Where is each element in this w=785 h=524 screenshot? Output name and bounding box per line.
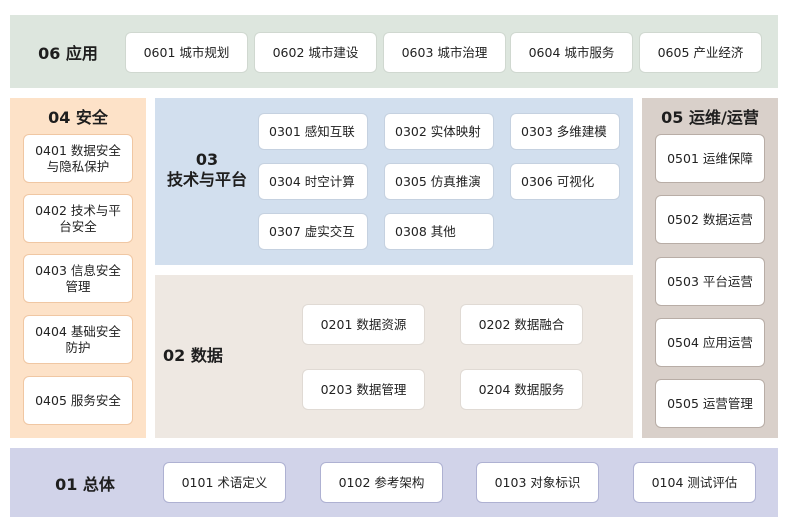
layer-title: 01 总体 — [55, 474, 115, 494]
item-0202: 0202 数据融合 — [461, 305, 582, 344]
item-0301: 0301 感知互联 — [259, 114, 367, 149]
item-0306: 0306 可视化 — [511, 164, 619, 199]
layer-01-general: 01 总体 0101 术语定义 0102 参考架构 0103 对象标识 0104… — [10, 448, 778, 517]
item-label-line2: 防护 — [65, 339, 91, 355]
item-0304: 0304 时空计算 — [259, 164, 367, 199]
item-0603: 0603 城市治理 — [384, 33, 505, 72]
layer-04-security: 04 安全 0401 数据安全 与隐私保护 0402 技术与平 台安全 0403… — [10, 98, 146, 438]
item-0502: 0502 数据运营 — [656, 196, 764, 243]
layer-title-text: 技术与平台 — [166, 170, 247, 189]
item-0404: 0404 基础安全 防护 — [24, 316, 132, 363]
item-0303: 0303 多维建模 — [511, 114, 619, 149]
item-0605: 0605 产业经济 — [640, 33, 761, 72]
layer-title: 04 安全 — [48, 108, 108, 127]
item-0201: 0201 数据资源 — [303, 305, 424, 344]
item-0505: 0505 运营管理 — [656, 380, 764, 427]
layer-title: 03 技术与平台 — [159, 148, 255, 192]
item-0104: 0104 测试评估 — [634, 463, 755, 502]
item-0602: 0602 城市建设 — [255, 33, 376, 72]
item-label-line2: 与隐私保护 — [46, 158, 110, 174]
item-label-line1: 0401 数据安全 — [35, 142, 121, 158]
item-0302: 0302 实体映射 — [385, 114, 493, 149]
item-0403: 0403 信息安全 管理 — [24, 255, 132, 302]
item-label-line1: 0403 信息安全 — [35, 262, 121, 278]
item-0103: 0103 对象标识 — [477, 463, 598, 502]
layer-title: 02 数据 — [163, 346, 223, 365]
layer-title-number: 03 — [195, 150, 219, 169]
item-0203: 0203 数据管理 — [303, 370, 424, 409]
item-0503: 0503 平台运营 — [656, 258, 764, 305]
layer-title: 05 运维/运营 — [661, 108, 759, 127]
item-0601: 0601 城市规划 — [126, 33, 247, 72]
item-0101: 0101 术语定义 — [164, 463, 285, 502]
layer-title: 06 应用 — [38, 43, 98, 63]
item-0405: 0405 服务安全 — [24, 377, 132, 424]
item-0102: 0102 参考架构 — [321, 463, 442, 502]
item-label-line1: 0402 技术与平 — [35, 202, 121, 218]
item-label-line2: 管理 — [65, 278, 91, 294]
item-label-line1: 0404 基础安全 — [35, 323, 121, 339]
item-label-line2: 台安全 — [59, 218, 97, 234]
item-0204: 0204 数据服务 — [461, 370, 582, 409]
item-0604: 0604 城市服务 — [511, 33, 632, 72]
layer-03-tech-platform: 03 技术与平台 0301 感知互联 0302 实体映射 0303 多维建模 0… — [155, 98, 633, 265]
item-0504: 0504 应用运营 — [656, 319, 764, 366]
item-0305: 0305 仿真推演 — [385, 164, 493, 199]
layer-02-data: 02 数据 0201 数据资源 0202 数据融合 0203 数据管理 0204… — [155, 275, 633, 438]
item-0501: 0501 运维保障 — [656, 135, 764, 182]
item-0307: 0307 虚实交互 — [259, 214, 367, 249]
layer-05-operations: 05 运维/运营 0501 运维保障 0502 数据运营 0503 平台运营 0… — [642, 98, 778, 438]
item-0401: 0401 数据安全 与隐私保护 — [24, 135, 132, 182]
item-0308: 0308 其他 — [385, 214, 493, 249]
layer-06-application: 06 应用 0601 城市规划 0602 城市建设 0603 城市治理 0604… — [10, 15, 778, 88]
item-0402: 0402 技术与平 台安全 — [24, 195, 132, 242]
